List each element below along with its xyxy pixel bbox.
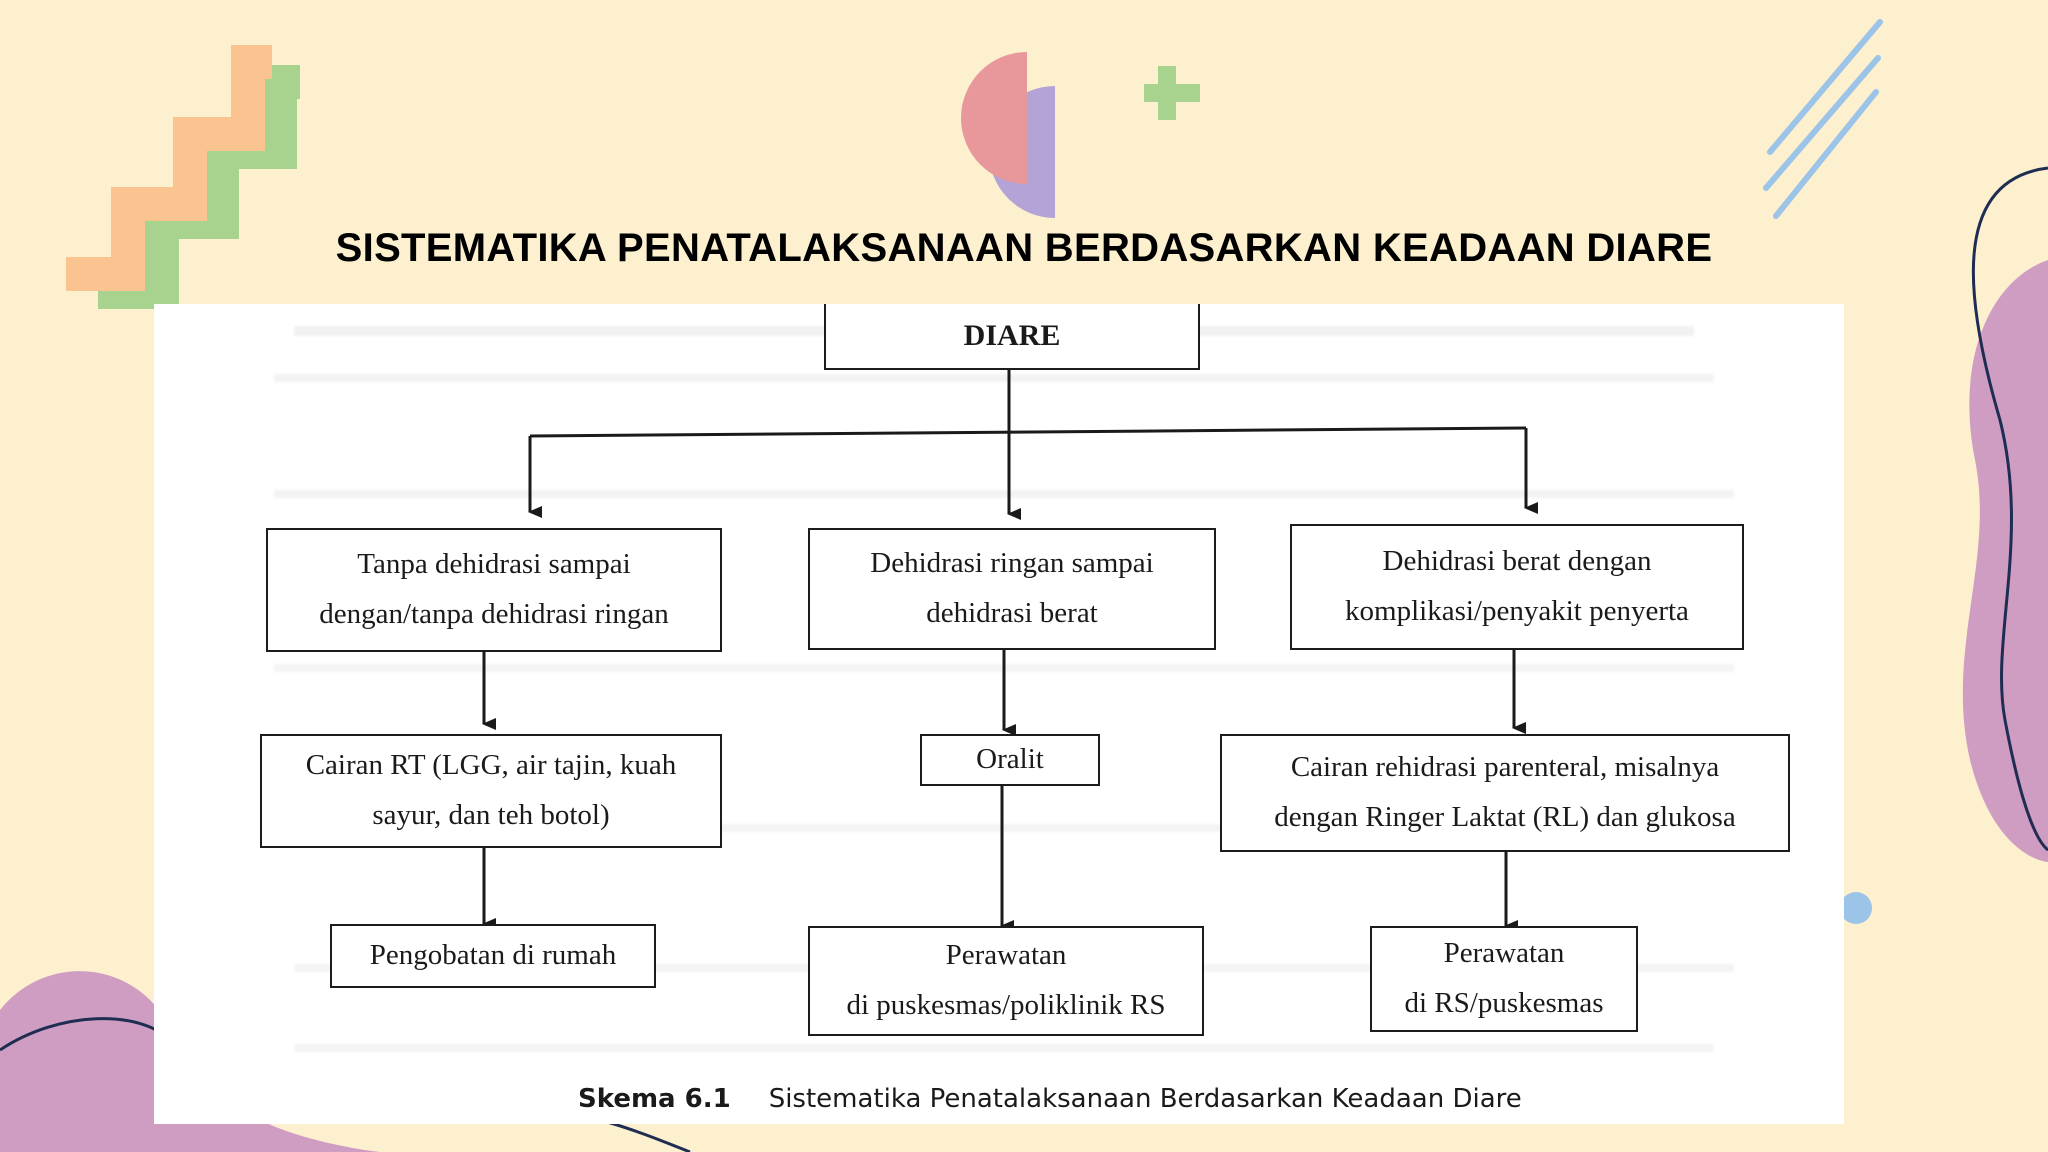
node-treatment-1-line-1: Cairan RT (LGG, air tajin, kuah bbox=[305, 749, 677, 782]
node-care-3-line-2: di RS/puskesmas bbox=[1404, 987, 1604, 1019]
slide-title: SISTEMATIKA PENATALAKSANAAN BERDASARKAN … bbox=[335, 226, 1713, 270]
node-condition-2: Dehidrasi ringan sampai dehidrasi berat bbox=[808, 528, 1216, 650]
node-condition-1: Tanpa dehidrasi sampai dengan/tanpa dehi… bbox=[266, 528, 722, 652]
node-care-2-line-1: Perawatan bbox=[945, 939, 1067, 972]
flowchart-connectors bbox=[482, 370, 1538, 932]
node-treatment-3-line-1: Cairan rehidrasi parenteral, misalnya bbox=[1290, 751, 1720, 784]
node-care-1-line-1: Pengobatan di rumah bbox=[369, 939, 617, 972]
node-root-diare: DIARE bbox=[824, 304, 1200, 370]
node-root-label: DIARE bbox=[963, 319, 1061, 353]
zigzag-green-shape bbox=[98, 65, 300, 309]
node-condition-2-line-2: dehidrasi berat bbox=[926, 597, 1098, 629]
plus-icon bbox=[1144, 66, 1200, 120]
node-condition-3: Dehidrasi berat dengan komplikasi/penyak… bbox=[1290, 524, 1744, 650]
node-condition-2-line-1: Dehidrasi ringan sampai bbox=[870, 547, 1154, 580]
figure-caption-text: Sistematika Penatalaksanaan Berdasarkan … bbox=[768, 1084, 1522, 1114]
outline-curve-right-shape bbox=[1971, 166, 2048, 852]
outline-curve-bottom-shape bbox=[599, 1118, 691, 1152]
node-care-1: Pengobatan di rumah bbox=[330, 924, 656, 988]
node-care-3: Perawatan di RS/puskesmas bbox=[1370, 926, 1638, 1032]
figure-caption-label: Skema 6.1 bbox=[578, 1084, 731, 1114]
zigzag-orange-shape bbox=[66, 45, 272, 291]
node-condition-3-line-1: Dehidrasi berat dengan bbox=[1382, 545, 1652, 578]
flowchart-panel: DIARE Tanpa dehidrasi sampai dengan/tanp… bbox=[154, 304, 1844, 1124]
semicircle-pink-shape bbox=[961, 52, 1027, 184]
node-condition-1-line-2: dengan/tanpa dehidrasi ringan bbox=[319, 598, 669, 630]
node-treatment-3: Cairan rehidrasi parenteral, misalnya de… bbox=[1220, 734, 1790, 852]
diagonal-lines-shape bbox=[1763, 19, 1883, 219]
node-care-2: Perawatan di puskesmas/poliklinik RS bbox=[808, 926, 1204, 1036]
node-treatment-1: Cairan RT (LGG, air tajin, kuah sayur, d… bbox=[260, 734, 722, 848]
connector-horizontal-bus bbox=[529, 426, 1527, 438]
node-treatment-2: Oralit bbox=[920, 734, 1100, 786]
dot-blue-shape bbox=[1840, 892, 1872, 924]
node-treatment-3-line-2: dengan Ringer Laktat (RL) dan glukosa bbox=[1274, 801, 1736, 833]
figure-caption: Skema 6.1 Sistematika Penatalaksanaan Ber… bbox=[578, 1084, 1522, 1114]
blob-mauve-right-shape bbox=[1962, 260, 2048, 862]
node-condition-1-line-1: Tanpa dehidrasi sampai bbox=[357, 548, 631, 581]
node-condition-3-line-2: komplikasi/penyakit penyerta bbox=[1345, 595, 1689, 627]
node-treatment-2-line-1: Oralit bbox=[976, 743, 1044, 776]
node-treatment-1-line-2: sayur, dan teh botol) bbox=[372, 799, 610, 831]
node-care-2-line-2: di puskesmas/poliklinik RS bbox=[846, 989, 1166, 1021]
node-care-3-line-1: Perawatan bbox=[1443, 937, 1565, 970]
